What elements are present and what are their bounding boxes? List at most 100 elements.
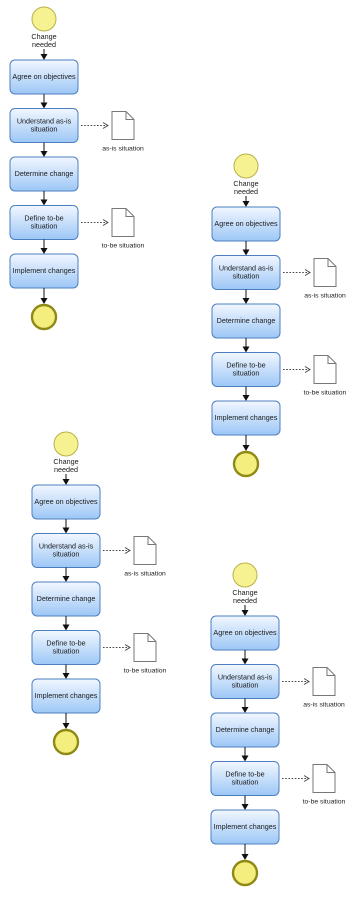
task-3[interactable]: Determine change bbox=[211, 303, 281, 339]
document-icon bbox=[133, 536, 157, 565]
end-event-circle[interactable] bbox=[232, 450, 260, 478]
task-label-line: Determine change bbox=[217, 316, 276, 325]
document-icon bbox=[133, 633, 157, 662]
task-label-line: Define to-be bbox=[226, 360, 265, 369]
task-1[interactable]: Agree on objectives bbox=[31, 484, 101, 520]
task-label-line: Agree on objectives bbox=[12, 72, 76, 81]
sequence-arrow-head bbox=[242, 395, 250, 401]
document-label: as-is situation bbox=[304, 292, 346, 299]
end-event-circle[interactable] bbox=[231, 859, 259, 887]
start-event-circle[interactable] bbox=[233, 153, 259, 179]
document-label: to-be situation bbox=[124, 667, 167, 674]
sequence-arrow-head bbox=[62, 673, 70, 679]
task-label-line: Define to-be bbox=[24, 213, 63, 222]
task-label-line: situation bbox=[232, 681, 259, 690]
sequence-arrow-head bbox=[40, 248, 48, 254]
task-label-line: Define to-be bbox=[46, 638, 85, 647]
sequence-arrow-head bbox=[242, 346, 250, 353]
document-icon bbox=[313, 258, 337, 287]
task-3[interactable]: Determine change bbox=[9, 156, 79, 192]
task-label-line: situation bbox=[31, 125, 58, 134]
task-label-line: Implement changes bbox=[214, 822, 277, 831]
task-label-line: Understand as-is bbox=[218, 672, 273, 681]
task-label-line: Implement changes bbox=[13, 266, 76, 275]
document-icon-fold bbox=[125, 208, 134, 217]
document-icon bbox=[111, 208, 135, 237]
start-event-label-line: needed bbox=[234, 187, 258, 196]
task-1[interactable]: Agree on objectives bbox=[210, 615, 280, 651]
data-association-arrow-head bbox=[124, 547, 131, 554]
task-3[interactable]: Determine change bbox=[31, 581, 101, 617]
document-label: to-be situation bbox=[304, 389, 346, 396]
sequence-arrow bbox=[241, 698, 249, 713]
document-label: as-is situation bbox=[303, 701, 345, 708]
start-event-label-line: needed bbox=[32, 40, 56, 49]
start-event-label-line: Change bbox=[53, 457, 78, 466]
task-5[interactable]: Implement changes bbox=[9, 253, 79, 289]
sequence-arrow bbox=[242, 241, 250, 256]
end-event-circle[interactable] bbox=[30, 303, 58, 331]
start-event-circle[interactable] bbox=[31, 6, 57, 32]
data-association-arrow bbox=[103, 547, 131, 554]
task-label-line: Determine change bbox=[216, 725, 275, 734]
document-icon-body bbox=[111, 111, 135, 140]
sequence-arrow-head bbox=[40, 102, 48, 109]
start-event-circle[interactable] bbox=[53, 431, 79, 457]
data-association-arrow-head bbox=[304, 269, 311, 276]
sequence-arrow-head bbox=[241, 610, 249, 616]
task-label-line: Understand as-is bbox=[219, 263, 274, 272]
task-label-line: Determine change bbox=[15, 169, 74, 178]
task-5[interactable]: Implement changes bbox=[210, 809, 280, 845]
task-label-line: Understand as-is bbox=[39, 541, 94, 550]
task-1[interactable]: Agree on objectives bbox=[9, 59, 79, 95]
sequence-arrow bbox=[62, 616, 70, 631]
task-label-line: Define to-be bbox=[225, 769, 264, 778]
document-icon-fold bbox=[327, 355, 336, 364]
end-event-circle[interactable] bbox=[52, 728, 80, 756]
sequence-arrow bbox=[241, 747, 249, 762]
document-label: to-be situation bbox=[303, 798, 346, 805]
document-label: as-is situation bbox=[124, 570, 166, 577]
data-association-arrow bbox=[81, 219, 109, 226]
task-5[interactable]: Implement changes bbox=[31, 678, 101, 714]
document-icon-body bbox=[312, 764, 336, 793]
task-label-line: Agree on objectives bbox=[214, 219, 278, 228]
task-1[interactable]: Agree on objectives bbox=[211, 206, 281, 242]
start-event-label-line: needed bbox=[233, 596, 257, 605]
data-association-arrow bbox=[282, 678, 310, 685]
sequence-arrow-head bbox=[241, 658, 249, 665]
sequence-arrow bbox=[62, 474, 70, 485]
sequence-arrow bbox=[62, 567, 70, 582]
task-label-line: situation bbox=[233, 272, 260, 281]
task-3[interactable]: Determine change bbox=[210, 712, 280, 748]
sequence-arrow bbox=[62, 519, 70, 534]
start-event-circle[interactable] bbox=[232, 562, 258, 588]
task-label-line: Implement changes bbox=[35, 691, 98, 700]
document-icon-fold bbox=[147, 536, 156, 545]
data-association-arrow bbox=[283, 366, 311, 373]
data-association-arrow-head bbox=[102, 122, 109, 129]
sequence-arrow-head bbox=[241, 804, 249, 810]
sequence-arrow-head bbox=[242, 298, 250, 304]
sequence-arrow bbox=[242, 386, 250, 401]
sequence-arrow-head bbox=[241, 755, 249, 762]
sequence-arrow-head bbox=[242, 249, 250, 256]
sequence-arrow bbox=[242, 196, 250, 207]
document-icon bbox=[111, 111, 135, 140]
task-5[interactable]: Implement changes bbox=[211, 400, 281, 436]
sequence-arrow bbox=[242, 338, 250, 353]
document-icon bbox=[312, 764, 336, 793]
document-icon-fold bbox=[326, 667, 335, 676]
